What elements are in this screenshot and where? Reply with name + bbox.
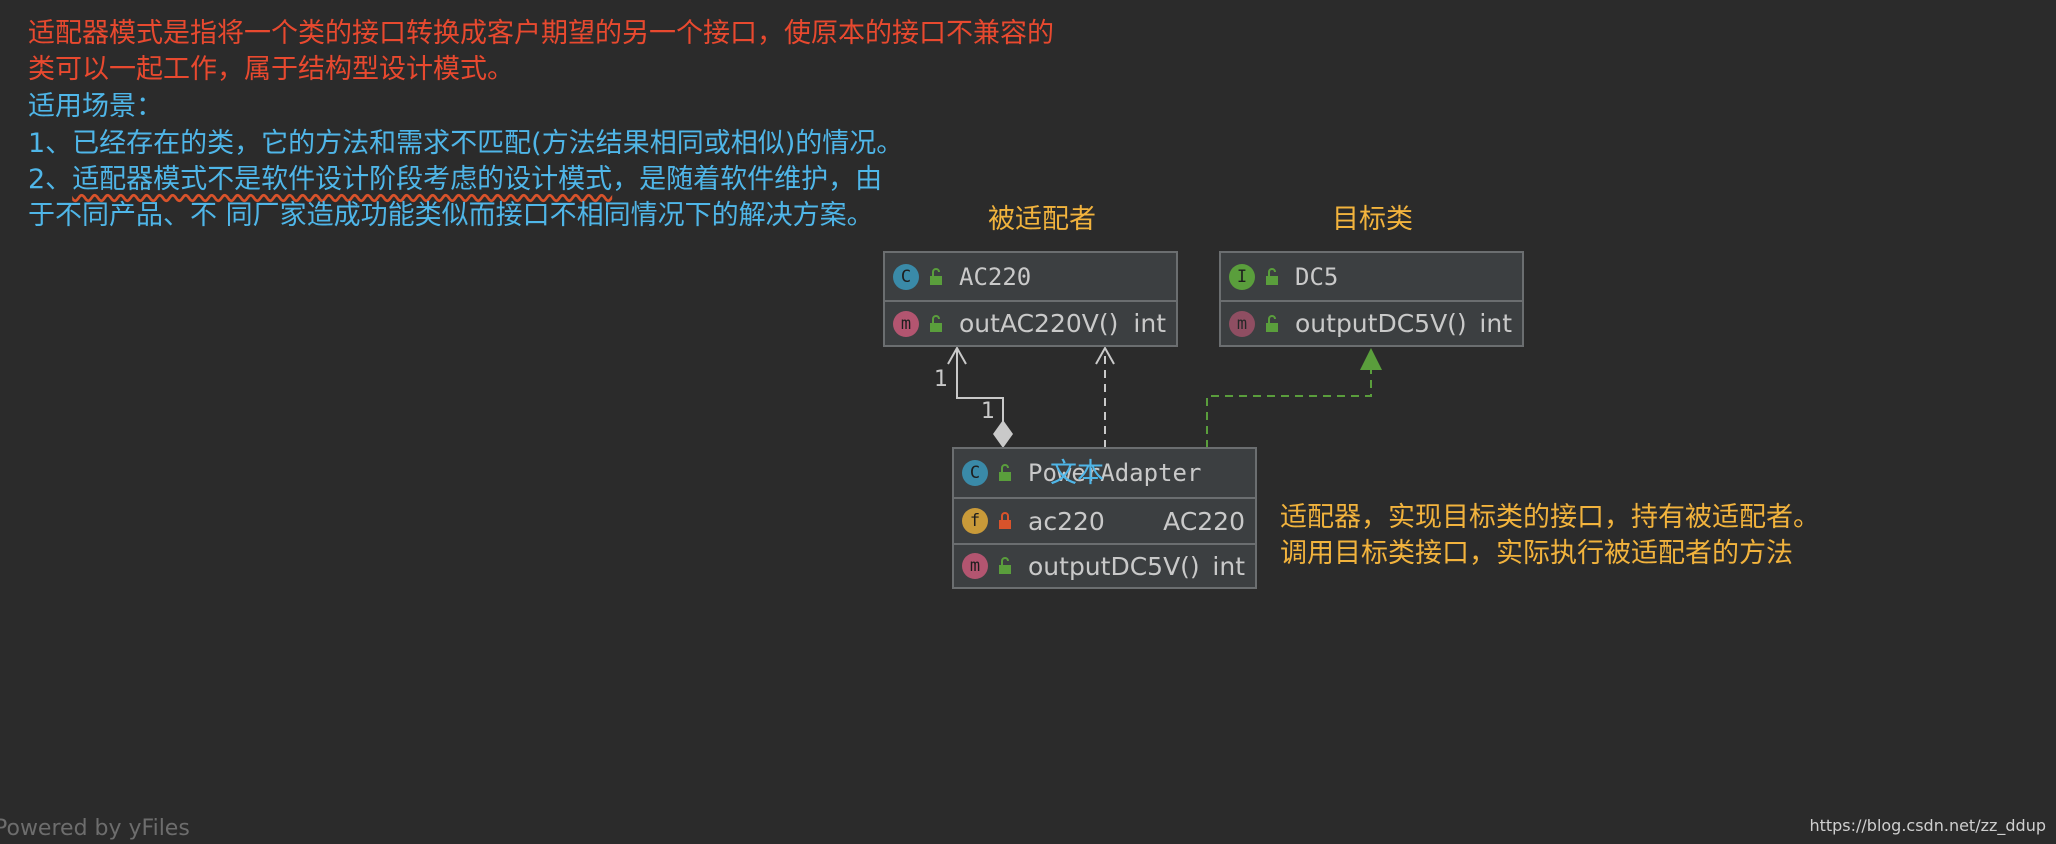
- power-adapter-name: PowerAdapter: [1028, 459, 1202, 487]
- node-ac220[interactable]: C AC220 m outAC220V() int: [883, 251, 1178, 347]
- description-line-1: 适配器模式是指将一个类的接口转换成客户期望的另一个接口，使原本的接口不兼容的: [28, 18, 1054, 49]
- public-lock-icon: [930, 314, 942, 332]
- realization-edge[interactable]: [1206, 348, 1382, 448]
- public-lock-icon: [1266, 267, 1278, 285]
- private-lock-icon: [999, 512, 1011, 529]
- aggregation-multiplicity-source: 1: [981, 399, 995, 424]
- ac220-name: AC220: [959, 262, 1032, 291]
- scenario-item-1: 1、已经存在的类，它的方法和需求不匹配(方法结果相同或相似)的情况。: [28, 128, 904, 159]
- scenario-item-2-underlined: 适配器模式不是软件设计阶段考虑的设计模式: [72, 164, 613, 195]
- ac220-header: C AC220: [885, 253, 1176, 300]
- field-badge-icon: f: [962, 508, 988, 534]
- dc5-header: I DC5: [1221, 253, 1522, 300]
- power-adapter-method-type: int: [1212, 551, 1245, 581]
- power-adapter-field-name: ac220: [1028, 506, 1105, 536]
- public-lock-icon: [930, 267, 942, 285]
- scenario-item-2: 2、适配器模式不是软件设计阶段考虑的设计模式，是随着软件维护，由: [28, 162, 882, 198]
- aggregation-multiplicity-target: 1: [934, 367, 948, 392]
- class-badge-icon: C: [962, 460, 988, 486]
- adapter-note-line-1: 适配器，实现目标类的接口，持有被适配者。: [1280, 502, 1820, 533]
- ac220-method-row: m outAC220V() int: [885, 300, 1176, 345]
- scenario-item-2-line-2: 于不同产品、不 同厂家造成功能类似而接口不相同情况下的解决方案。: [28, 200, 874, 231]
- power-adapter-method-name: outputDC5V(): [1028, 551, 1200, 581]
- node-dc5[interactable]: I DC5 m outputDC5V() int: [1219, 251, 1524, 347]
- abstract-method-badge-icon: m: [1229, 310, 1255, 337]
- scenario-item-2-prefix: 2、: [28, 164, 73, 195]
- adaptee-label: 被适配者: [988, 204, 1096, 235]
- public-lock-icon: [999, 557, 1011, 574]
- method-badge-icon: m: [962, 553, 988, 579]
- aggregation-diamond: [993, 420, 1013, 448]
- dependency-edge[interactable]: [1095, 345, 1115, 448]
- power-adapter-header: C PowerAdapter 文本: [954, 449, 1255, 497]
- power-adapter-method-row: m outputDC5V() int: [954, 543, 1255, 587]
- public-lock-icon: [1266, 314, 1278, 332]
- public-lock-icon: [999, 464, 1011, 481]
- scenario-item-2-suffix: ，是随着软件维护，由: [612, 164, 883, 195]
- power-adapter-field-row: f ac220 AC220: [954, 497, 1255, 543]
- ac220-method-name: outAC220V(): [959, 309, 1119, 338]
- aggregation-edge[interactable]: [947, 345, 1013, 448]
- dc5-name: DC5: [1295, 262, 1339, 291]
- class-badge-icon: C: [893, 263, 919, 290]
- description-line-2: 类可以一起工作，属于结构型设计模式。: [28, 54, 514, 85]
- dc5-method-name: outputDC5V(): [1295, 309, 1467, 338]
- dc5-method-type: int: [1479, 309, 1512, 338]
- adapter-note-line-2: 调用目标类接口，实际执行被适配者的方法: [1280, 538, 1793, 569]
- ac220-method-type: int: [1133, 309, 1166, 338]
- power-adapter-field-type: AC220: [1163, 506, 1245, 536]
- footer-watermark-url: https://blog.csdn.net/zz_ddup: [1809, 816, 2046, 835]
- method-badge-icon: m: [893, 310, 919, 337]
- node-power-adapter[interactable]: C PowerAdapter 文本 f ac220 AC220 m output…: [952, 447, 1257, 589]
- realization-arrowhead: [1360, 348, 1382, 370]
- scenarios-title: 适用场景：: [28, 91, 163, 122]
- footer-powered-by: Powered by yFiles: [0, 816, 190, 841]
- target-label: 目标类: [1332, 204, 1413, 235]
- dc5-method-row: m outputDC5V() int: [1221, 300, 1522, 345]
- interface-badge-icon: I: [1229, 263, 1255, 290]
- power-adapter-overlay-text: 文本: [1050, 458, 1104, 489]
